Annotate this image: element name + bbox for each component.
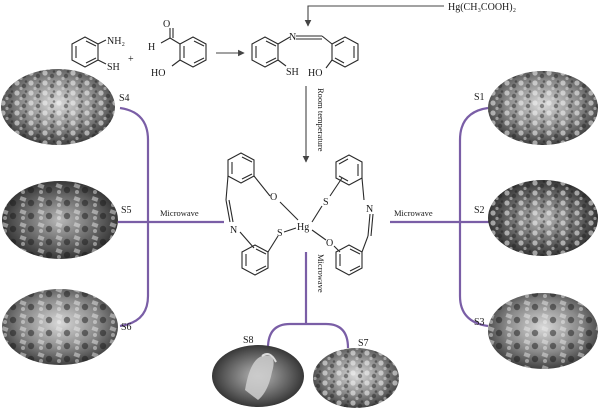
sample-s1-label: S1: [474, 92, 485, 103]
ligand-sh-label: SH: [286, 67, 299, 78]
complex-s-right: S: [323, 197, 329, 208]
complex-s-left: S: [277, 228, 283, 239]
sh-label: SH: [107, 62, 120, 73]
aminothiophenol-structure: NH₂ SH: [71, 36, 125, 73]
sample-s5-label: S5: [121, 205, 132, 216]
hg-center-label: Hg: [297, 222, 309, 233]
left-bracket-line: [119, 106, 150, 328]
oxygen-label: O: [163, 19, 170, 30]
nh2-label: NH₂: [107, 36, 125, 47]
sem-image-s8: [212, 345, 304, 407]
schiff-base-ligand: N SH HO: [251, 32, 359, 79]
aldehyde-h-label: H: [148, 42, 155, 53]
room-temperature-label: Room temperature: [316, 88, 326, 152]
bottom-branch-line: [266, 322, 350, 349]
sem-image-s6: [2, 289, 118, 365]
sample-s7-label: S7: [358, 338, 369, 349]
sem-image-s3: [488, 293, 598, 369]
plus-sign: +: [128, 54, 134, 65]
mercury-complex: O N S Hg S N O: [225, 152, 374, 276]
sem-image-s2: [488, 180, 598, 256]
sample-s2-label: S2: [474, 205, 485, 216]
reagent-label: Hg(CH₃COOH)₂: [448, 2, 516, 13]
microwave-left-label: Microwave: [160, 208, 199, 218]
complex-n-left: N: [230, 225, 237, 236]
sample-s4-label: S4: [119, 93, 130, 104]
sample-s6-label: S6: [121, 322, 132, 333]
microwave-right-label: Microwave: [394, 208, 433, 218]
right-bracket-line: [458, 106, 489, 328]
imine-n-label: N: [289, 32, 296, 43]
complex-o-upper: O: [270, 192, 277, 203]
complex-n-right: N: [366, 204, 373, 215]
ho-label: HO: [151, 68, 165, 79]
sem-image-s4: [1, 69, 115, 145]
salicylaldehyde-structure: O H HO: [148, 19, 207, 79]
reagent-arrow: [304, 5, 444, 27]
microwave-bottom-label: Microwave: [316, 254, 326, 293]
sample-s3-label: S3: [474, 317, 485, 328]
sem-image-s7: [313, 348, 399, 408]
complex-o-lower: O: [326, 238, 333, 249]
ligand-ho-label: HO: [308, 68, 322, 79]
sample-s8-label: S8: [243, 335, 254, 346]
sem-image-s5: [2, 181, 118, 259]
sem-image-s1: [488, 71, 598, 145]
